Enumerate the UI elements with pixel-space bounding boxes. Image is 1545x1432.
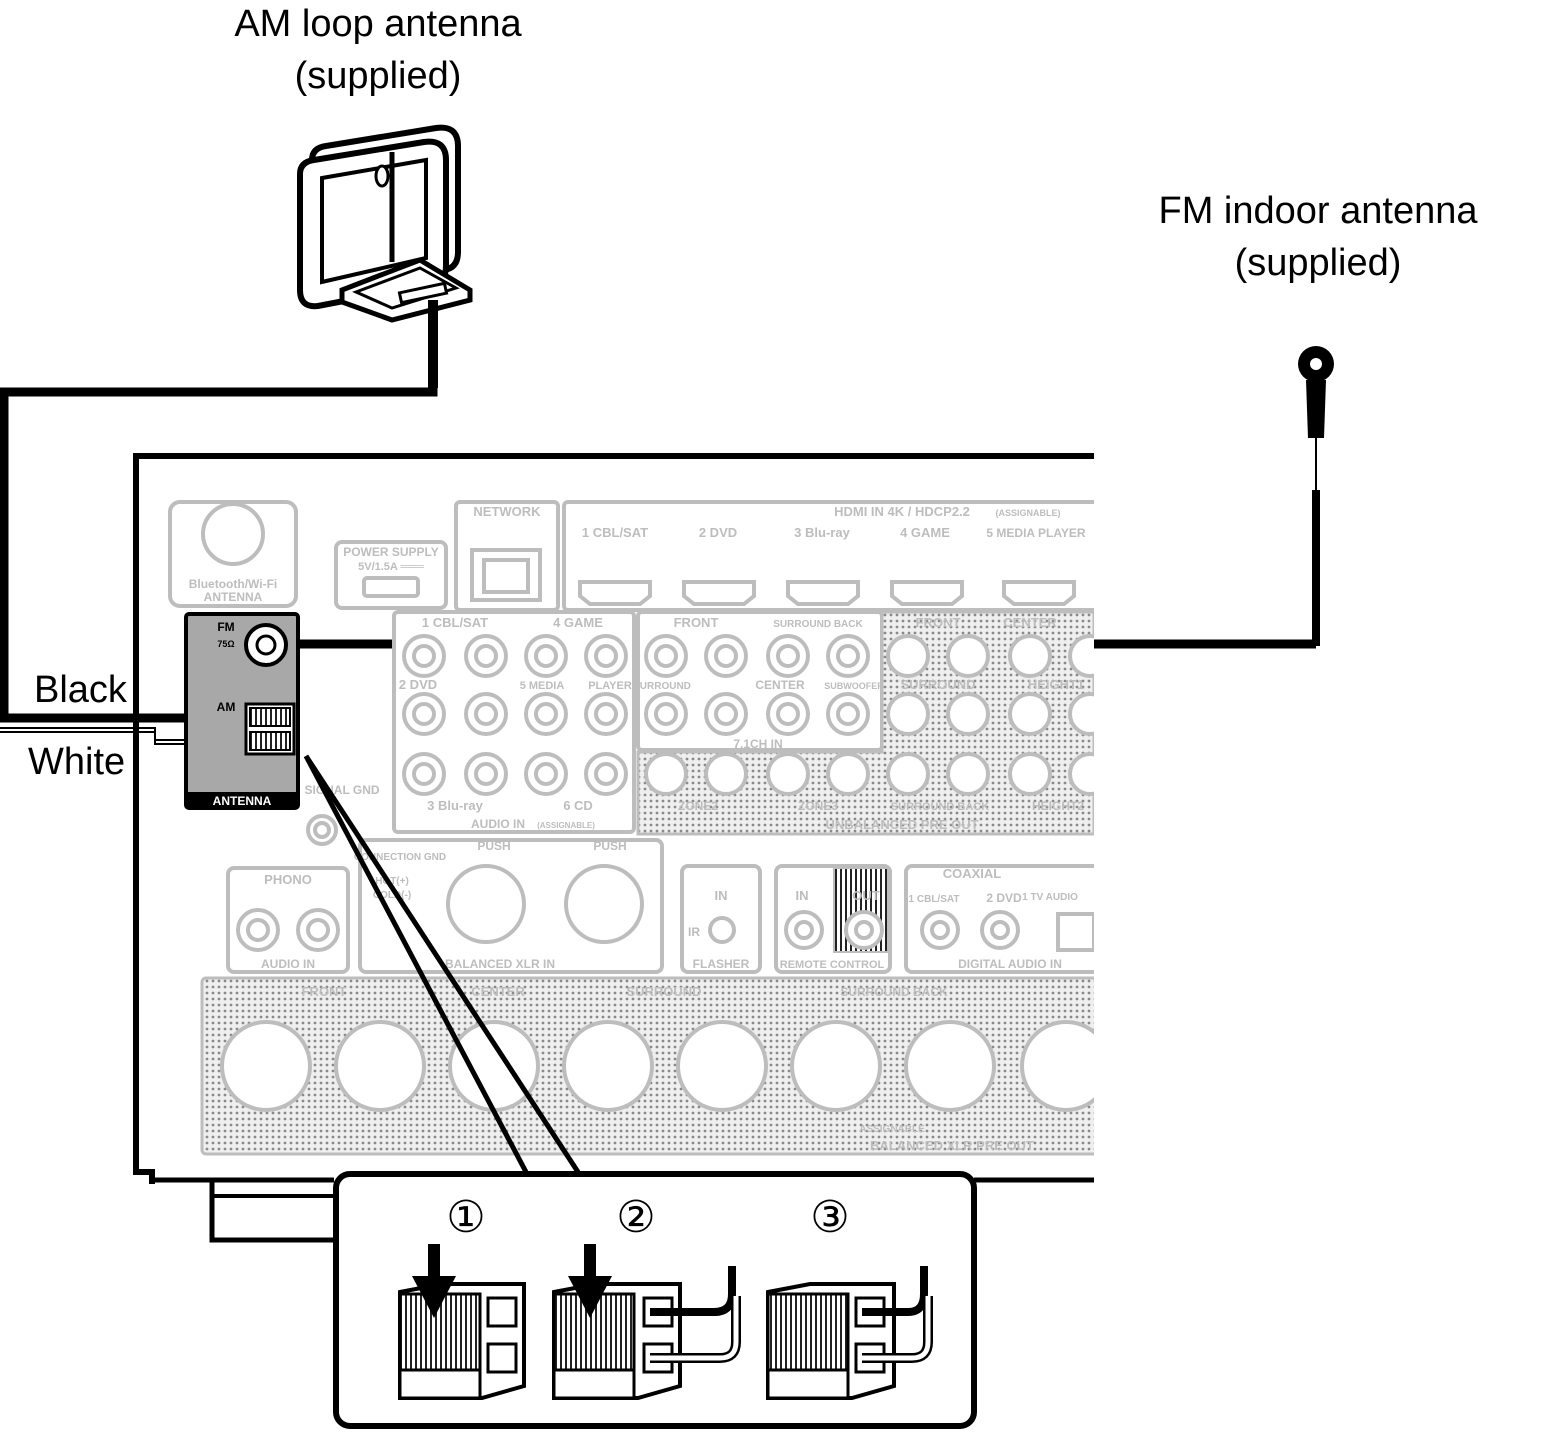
digital-audio-in: [904, 864, 1094, 974]
hdmi-assignable: (ASSIGNABLE): [996, 508, 1061, 518]
am-loop-antenna-icon: [297, 124, 473, 388]
callout-line-right: [303, 754, 581, 1174]
step-1-terminal: [398, 1244, 526, 1400]
digital-title: DIGITAL AUDIO IN: [958, 957, 1062, 971]
bt-label-2: ANTENNA: [204, 590, 263, 604]
pre-bot-4: HEIGHT2: [1032, 799, 1084, 813]
flasher-title: FLASHER: [693, 957, 750, 971]
xlr-out-jacks: [220, 1020, 1094, 1112]
fm-indoor-antenna-icon: [1298, 346, 1334, 646]
remote-out: OUT: [852, 888, 880, 903]
step-1-number: ①: [446, 1192, 485, 1243]
signal-gnd-label: SIGNAL GND: [304, 783, 379, 797]
audio-in-mid-1: 2 DVD: [399, 677, 437, 692]
audio-in-jacks: [402, 634, 628, 796]
steps-inset: ① ② ③: [333, 1171, 977, 1429]
step-3-number: ③: [810, 1192, 849, 1243]
fm-antenna-title: FM indoor antenna: [1159, 190, 1479, 232]
push-label-2: PUSH: [593, 839, 626, 853]
black-wire-label: Black: [34, 669, 128, 711]
coaxial-label: COAXIAL: [943, 866, 1002, 881]
ch71-jacks: [644, 634, 870, 736]
ch71-title: 7.1CH IN: [733, 737, 782, 751]
xlr-out-group-2: CENTER: [471, 984, 525, 999]
step-3-terminal: [766, 1266, 933, 1400]
step-2-terminal: [552, 1244, 741, 1400]
audio-in-bot-1: 3 Blu-ray: [427, 798, 483, 813]
audio-in-title: AUDIO IN: [471, 817, 525, 831]
am-antenna-title: AM loop antenna: [234, 3, 522, 45]
power-label-1: POWER SUPPLY: [343, 545, 439, 559]
digital-input-2: 2 DVD: [986, 891, 1022, 905]
fm-antenna-subtitle: (supplied): [1235, 242, 1402, 284]
remote-title: REMOTE CONTROL: [780, 959, 885, 971]
connection-gnd-label: CONNECTION GND: [354, 852, 446, 863]
pre-bot-3: SURROUND BACK: [891, 801, 989, 813]
hdmi-input-5: 5 MEDIA PLAYER: [986, 526, 1085, 540]
pre-top-1: FRONT: [916, 615, 961, 630]
hdmi-input-4: 4 GAME: [900, 525, 950, 540]
am-antenna-subtitle: (supplied): [295, 55, 462, 97]
hdmi-input-2: 2 DVD: [699, 525, 737, 540]
xlr-in-title: BALANCED XLR IN: [445, 957, 555, 971]
pre-mid-1: SURROUND: [900, 677, 975, 692]
hdmi-title: HDMI IN 4K / HDCP2.2: [834, 504, 970, 519]
hdmi-input-3: 3 Blu-ray: [794, 525, 850, 540]
audio-in-mid-3: PLAYER: [588, 680, 632, 692]
pre-mid-2: HEIGHT1: [1028, 677, 1084, 692]
ch71-top-2: SURROUND BACK: [773, 619, 863, 630]
cold-label: COLD(-): [373, 890, 411, 901]
pre-bot-1: ZONE2: [678, 799, 718, 813]
antenna-terminal-panel: ANTENNA FM 75Ω AM: [184, 612, 300, 810]
pre-out-jacks: [644, 634, 1094, 796]
pre-out-title: UNBALANCED PRE OUT: [825, 817, 978, 832]
pre-bot-2: ZONE3: [798, 799, 838, 813]
ch71-mid-2: CENTER: [755, 678, 805, 692]
receiver-rear-panel: Bluetooth/Wi-Fi ANTENNA POWER SUPPLY 5V/…: [133, 453, 1094, 1243]
xlr-out-group-3: SURROUND: [626, 984, 701, 999]
xlr-out-title: BALANCED XLR PRE OUT: [870, 1138, 1034, 1153]
signal-gnd-terminal: [306, 814, 338, 846]
audio-in-mid-2: 5 MEDIA: [520, 680, 565, 692]
audio-in-section: [392, 610, 636, 834]
push-label-1: PUSH: [477, 839, 510, 853]
phono-input: [226, 866, 350, 974]
xlr-out-group-4: SURROUND BACK: [840, 985, 948, 999]
flasher-in: IN: [715, 888, 728, 903]
hdmi-input-1: 1 CBL/SAT: [582, 525, 648, 540]
phono-title: AUDIO IN: [261, 957, 315, 971]
ch71-top-1: FRONT: [674, 615, 719, 630]
fm-label: FM: [217, 620, 234, 634]
bt-label-1: Bluetooth/Wi-Fi: [189, 577, 278, 591]
am-black-wire: [0, 387, 438, 723]
audio-in-bot-2: 6 CD: [563, 798, 593, 813]
hot-label: HOT(+): [375, 876, 409, 887]
audio-in-top-2: 4 GAME: [553, 615, 603, 630]
remote-in: IN: [796, 888, 809, 903]
digital-input-1: 1 CBL/SAT: [909, 894, 960, 905]
am-label: AM: [217, 700, 236, 714]
push-arrow-icon: [428, 1244, 440, 1280]
network-label: NETWORK: [473, 504, 541, 519]
audio-in-top-1: 1 CBL/SAT: [422, 615, 488, 630]
push-arrow-icon: [584, 1244, 596, 1280]
digital-input-3: 1 TV AUDIO: [1022, 892, 1078, 903]
white-wire-label: White: [28, 741, 125, 783]
power-label-2: 5V/1.5A ═══: [358, 561, 424, 573]
step-2-number: ②: [616, 1192, 655, 1243]
ch71-mid-3: SUBWOOFER: [824, 681, 884, 691]
phono-label: PHONO: [264, 872, 312, 887]
pre-top-2: CENTER: [1003, 615, 1057, 630]
fm-ohm-label: 75Ω: [217, 639, 234, 649]
ch71-mid-1: SURROUND: [633, 681, 691, 692]
xlr-out-assignable: ASSIGNABLE: [859, 1124, 925, 1135]
antenna-title: ANTENNA: [213, 794, 272, 808]
xlr-out-group-1: FRONT: [302, 984, 347, 999]
flasher-ir: IR: [688, 925, 700, 939]
callout-line-left: [303, 754, 529, 1174]
audio-in-assignable: (ASSIGNABLE): [537, 821, 595, 830]
